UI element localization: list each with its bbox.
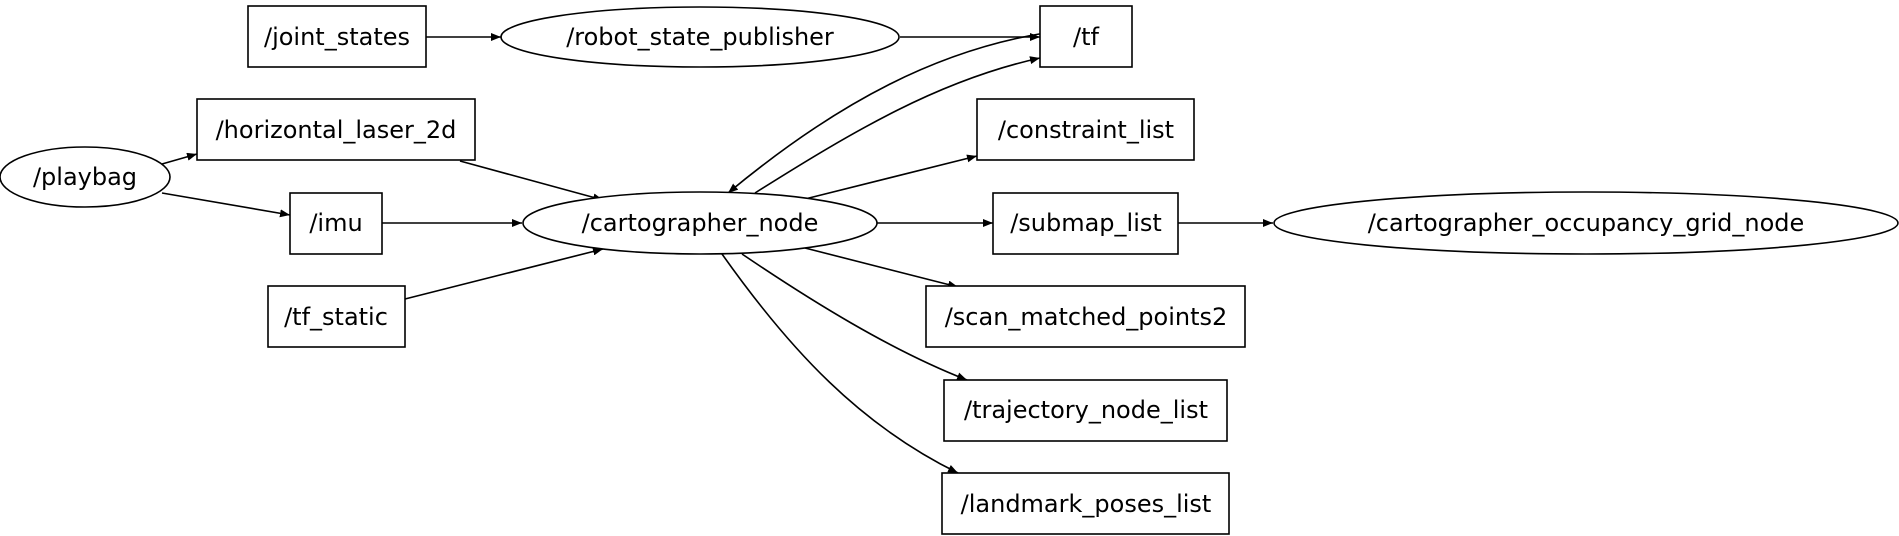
topic-scan-matched-points2[interactable]: /scan_matched_points2	[925, 285, 1246, 348]
topic-tf-static-label: /tf_static	[284, 303, 388, 331]
topic-joint-states[interactable]: /joint_states	[247, 5, 427, 68]
edge-playbag-to-imu	[161, 192, 291, 218]
topic-trajectory-node-list[interactable]: /trajectory_node_list	[943, 379, 1228, 442]
topic-landmark-poses-list-shape	[941, 472, 1230, 535]
topic-horizontal-laser-2d[interactable]: /horizontal_laser_2d	[196, 98, 476, 161]
edge-tf-to-cartographer-node	[727, 32, 1046, 194]
topic-constraint-list[interactable]: /constraint_list	[976, 98, 1195, 161]
edge-cartographer-node-to-trajectory-node-list	[741, 253, 968, 381]
topic-submap-list-label: /submap_list	[1010, 209, 1162, 237]
node-playbag-shape	[0, 146, 171, 208]
topic-imu-shape	[289, 192, 383, 255]
topic-landmark-poses-list-label: /landmark_poses_list	[961, 490, 1212, 518]
topic-horizontal-laser-2d-shape	[196, 98, 476, 161]
topic-tf-static[interactable]: /tf_static	[267, 285, 406, 348]
topic-joint-states-shape	[247, 5, 427, 68]
node-robot-state-publisher-shape	[500, 6, 900, 68]
node-cartographer-node-shape	[522, 191, 878, 255]
node-playbag-label: /playbag	[33, 163, 137, 191]
node-cartographer-node-label: /cartographer_node	[582, 209, 819, 237]
topic-landmark-poses-list[interactable]: /landmark_poses_list	[941, 472, 1230, 535]
edge-cartographer-node-to-constraint-list	[804, 154, 978, 200]
topic-tf-label: /tf	[1073, 23, 1099, 51]
node-playbag[interactable]: /playbag	[0, 146, 171, 208]
topic-imu[interactable]: /imu	[289, 192, 383, 255]
node-cartographer-occupancy-grid-node-label: /cartographer_occupancy_grid_node	[1368, 209, 1805, 237]
edge-horizontal-laser-2d-to-cartographer-node	[459, 160, 604, 202]
node-cartographer-occupancy-grid-node-shape	[1273, 191, 1899, 255]
edge-cartographer-node-to-scan-matched-points2	[804, 247, 959, 289]
topic-tf[interactable]: /tf	[1039, 5, 1133, 68]
node-robot-state-publisher-label: /robot_state_publisher	[566, 23, 834, 51]
edges	[161, 32, 1273, 474]
edge-tf-static-to-cartographer-node	[404, 247, 604, 300]
topic-trajectory-node-list-label: /trajectory_node_list	[964, 396, 1208, 424]
topic-constraint-list-label: /constraint_list	[998, 116, 1174, 144]
topic-tf-static-shape	[267, 285, 406, 348]
node-robot-state-publisher[interactable]: /robot_state_publisher	[500, 6, 900, 68]
topic-trajectory-node-list-shape	[943, 379, 1228, 442]
topic-imu-label: /imu	[309, 209, 362, 237]
node-cartographer-node[interactable]: /cartographer_node	[522, 191, 878, 255]
edge-playbag-to-horizontal-laser-2d	[161, 152, 198, 165]
topic-horizontal-laser-2d-label: /horizontal_laser_2d	[216, 116, 457, 144]
topic-scan-matched-points2-shape	[925, 285, 1246, 348]
topic-scan-matched-points2-label: /scan_matched_points2	[945, 303, 1228, 331]
edge-cartographer-node-to-tf	[754, 56, 1041, 194]
topic-joint-states-label: /joint_states	[264, 23, 410, 51]
topic-submap-list[interactable]: /submap_list	[992, 192, 1179, 255]
topic-tf-shape	[1039, 5, 1133, 68]
topic-constraint-list-shape	[976, 98, 1195, 161]
topic-submap-list-shape	[992, 192, 1179, 255]
node-cartographer-occupancy-grid-node[interactable]: /cartographer_occupancy_grid_node	[1273, 191, 1899, 255]
edge-cartographer-node-to-landmark-poses-list	[721, 253, 959, 474]
